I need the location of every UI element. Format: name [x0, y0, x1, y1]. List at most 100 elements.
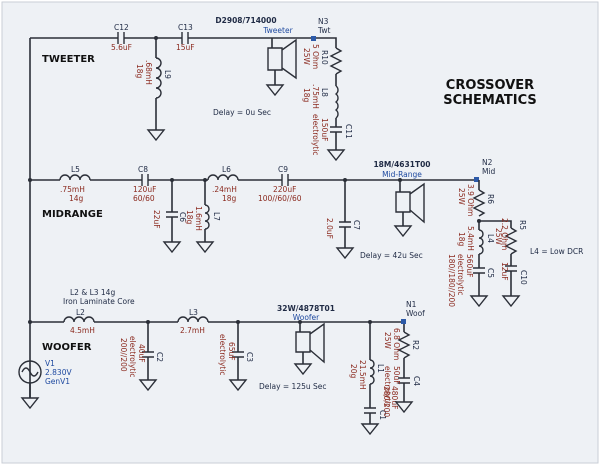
- r5-name: R5: [518, 220, 527, 230]
- l1-name: L1: [376, 364, 385, 373]
- ground-symbol-c5: [469, 295, 489, 308]
- capacitor-c8: [141, 174, 149, 186]
- inductor-l1: [369, 359, 375, 385]
- l1-value: 21.5mH: [358, 360, 367, 390]
- l8-value: .75mH: [311, 84, 320, 109]
- resistor-r5: [504, 227, 518, 255]
- inductor-l5: [59, 174, 91, 181]
- r2-value: 6.8 Ohm: [392, 328, 401, 360]
- node-n3-marker: [311, 36, 316, 41]
- r10-value: 5 Ohm: [311, 44, 320, 69]
- c7-name: C7: [352, 220, 361, 230]
- r6-value: 3.9 Ohm: [466, 184, 475, 216]
- c8-value2: 60/60: [133, 194, 155, 203]
- capacitor-c13: [181, 32, 189, 44]
- ground-symbol-c4: [394, 401, 414, 414]
- ground-symbol-c3: [228, 379, 248, 392]
- c4-name: C4: [412, 376, 421, 386]
- r5-value: 2.2 Ohm: [500, 218, 509, 250]
- c7-value: 2.0uF: [325, 218, 334, 239]
- c1-value2: 280/200: [382, 386, 391, 417]
- l1-value2: 20g: [349, 364, 358, 379]
- inductor-l3: [177, 316, 209, 323]
- l5-name: L5: [71, 165, 80, 174]
- r2-name: R2: [411, 340, 420, 350]
- l7-name: L7: [212, 212, 221, 221]
- inductor-l6: [207, 174, 239, 181]
- c11-value2: electrolytic: [311, 114, 320, 156]
- title-line-1: CROSSOVER: [446, 78, 534, 93]
- r6-name: R6: [486, 194, 495, 204]
- r2-value2: 25W: [383, 332, 392, 350]
- l6-value: .24mH: [212, 185, 237, 194]
- l9-value2: 18g: [135, 64, 144, 79]
- source-v1: V1 2.830V GenV1: [18, 359, 72, 410]
- c6-value: 22uF: [152, 210, 161, 229]
- woofer-header-line-1: L2 & L3 14g: [70, 288, 115, 297]
- l7-value2: 18g: [185, 210, 194, 225]
- woofer-driver-part: 32W/4878T01: [277, 304, 335, 313]
- midrange-delay: Delay = 42u Sec: [360, 251, 423, 260]
- woofer-header-line-2: Iron Laminate Core: [63, 297, 135, 306]
- source-voltage: 2.830V: [45, 368, 72, 377]
- inductor-l9: [155, 57, 162, 99]
- inductor-l2: [63, 316, 95, 323]
- ground-symbol-tweeter: [265, 84, 285, 97]
- section-tweeter-label: TWEETER: [42, 54, 95, 65]
- capacitor-c12: [117, 32, 125, 44]
- ground-symbol-c6: [162, 241, 182, 254]
- midrange-driver-symbol: [395, 182, 425, 224]
- l4-value: 5.4mH: [466, 226, 475, 251]
- r5-value2: 25W: [494, 228, 503, 246]
- l3-name: L3: [189, 308, 198, 317]
- c3-name: C3: [245, 352, 254, 362]
- woofer-driver-symbol: [295, 322, 325, 364]
- c9-value: 220uF: [273, 185, 296, 194]
- ground-symbol-c10: [501, 295, 521, 308]
- l5-value: .75mH: [60, 185, 85, 194]
- woofer-driver-name: Woofer: [293, 313, 320, 322]
- c1-value: 480uF: [390, 386, 399, 409]
- ground-symbol-c11: [326, 149, 346, 162]
- ground-symbol-l7: [195, 241, 215, 254]
- ground-symbol-l9: [146, 129, 166, 142]
- c6-name: C6: [178, 212, 187, 222]
- c10-value: 12uF: [500, 262, 509, 281]
- node-n1-name: Woof: [406, 309, 425, 318]
- l6-name: L6: [222, 165, 231, 174]
- node-n1-marker: [401, 319, 406, 324]
- tweeter-delay: Delay = 0u Sec: [213, 108, 271, 117]
- c5-value3: 180//180//200: [447, 254, 456, 307]
- l2-name: L2: [76, 308, 85, 317]
- source-name: V1: [45, 359, 55, 368]
- c11-value: 150uF: [320, 118, 329, 141]
- c11-name: C11: [344, 124, 353, 139]
- tweeter-branch: C12 5.6uF C13 15uF L9 .68mH 18g D2908/71…: [30, 16, 353, 162]
- r10-name: R10: [320, 50, 329, 65]
- ground-symbol-c7: [335, 247, 355, 260]
- c2-value: 40uF: [137, 344, 146, 363]
- source-model: GenV1: [45, 377, 70, 386]
- c2-value3: 200//200: [119, 338, 128, 372]
- l4-value2: 18g: [457, 232, 466, 247]
- tweeter-driver-part: D2908/714000: [215, 16, 276, 25]
- c10-name: C10: [519, 270, 528, 285]
- c2-value2: electrolytic: [128, 336, 137, 378]
- inductor-l7: [204, 204, 210, 230]
- c2-name: C2: [155, 352, 164, 362]
- ground-symbol-c2: [138, 379, 158, 392]
- node-n2-name: Mid: [482, 167, 496, 176]
- section-woofer-label: WOOFER: [42, 342, 92, 353]
- node-n3-id: N3: [318, 17, 329, 26]
- c9-name: C9: [278, 165, 288, 174]
- resistor-r2: [397, 331, 411, 359]
- inductor-l4: [478, 229, 484, 255]
- c3-value: 65uF: [227, 342, 236, 361]
- ground-symbol-source: [20, 397, 40, 410]
- c9-value2: 100//60//60: [258, 194, 302, 203]
- tweeter-driver-symbol: [267, 38, 297, 80]
- l5-value2: 14g: [69, 194, 84, 203]
- l6-value2: 18g: [222, 194, 237, 203]
